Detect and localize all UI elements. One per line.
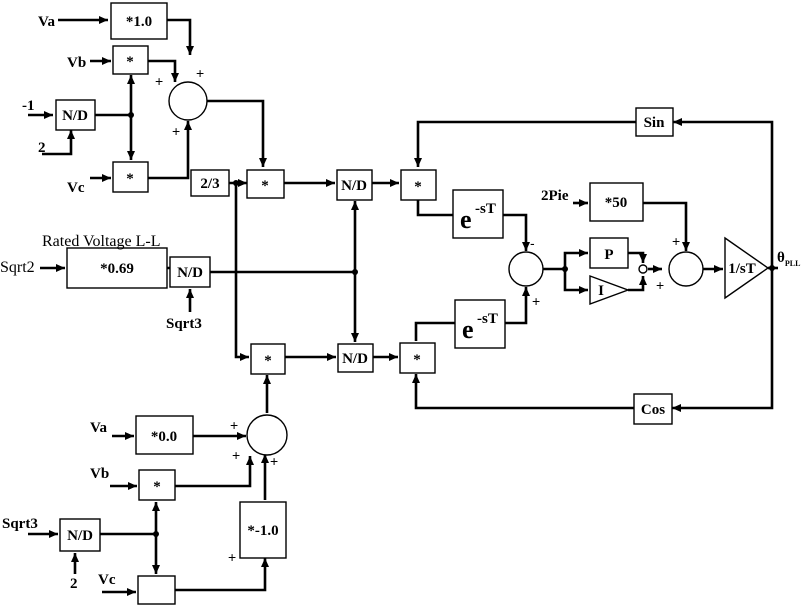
block-i: I (589, 274, 631, 306)
svg-text:*50: *50 (605, 195, 628, 211)
svg-text:+: + (155, 73, 163, 89)
svg-text:*-1.0: *-1.0 (247, 523, 278, 539)
block-nd-top: N/D (55, 99, 96, 131)
block-delay-top: e -sT (452, 189, 504, 239)
wires (28, 16, 778, 596)
svg-text:N/D: N/D (341, 178, 367, 194)
svg-text:N/D: N/D (67, 528, 93, 544)
block-gain-neg1: *-1.0 (239, 501, 287, 559)
svg-text:e: e (460, 205, 472, 234)
label-minus1: -1 (22, 98, 35, 114)
summer-signs: + + + - + + + + + + + (155, 65, 680, 565)
svg-text:*: * (126, 171, 134, 187)
block-vc-bottom-empty (137, 575, 176, 605)
block-mult-vc: * (112, 161, 149, 193)
block-nd-rated: N/D (169, 256, 211, 288)
summer-frequency (668, 251, 704, 287)
block-mult-vb: * (112, 45, 149, 75)
summer-alpha (168, 81, 208, 121)
summer-beta (246, 414, 288, 456)
svg-text:+: + (672, 233, 680, 249)
junction-dots (128, 112, 775, 537)
svg-text:+: + (232, 447, 240, 463)
svg-text:Sin: Sin (644, 115, 666, 131)
label-two-top: 2 (38, 140, 46, 156)
svg-text:*: * (264, 353, 272, 369)
block-mult-alpha: * (246, 169, 285, 199)
svg-text:+: + (228, 549, 236, 565)
svg-text:2/3: 2/3 (200, 176, 219, 192)
svg-text:+: + (270, 453, 278, 469)
label-theta-pll: θPLL (777, 250, 800, 268)
block-p: P (589, 237, 629, 269)
pi-sum-node (638, 264, 648, 274)
svg-text:P: P (604, 247, 613, 263)
label-vb-top: Vb (67, 55, 86, 71)
svg-text:*: * (414, 179, 422, 195)
block-mult-beta: * (250, 343, 286, 375)
block-sin: Sin (635, 107, 674, 137)
block-nd-bottom: N/D (59, 518, 101, 552)
svg-text:*: * (413, 352, 421, 368)
block-nd-alpha: N/D (336, 169, 373, 201)
block-delay-bottom: e -sT (454, 299, 506, 349)
label-rated-voltage: Rated Voltage L-L (42, 233, 161, 250)
summer-error (508, 251, 544, 287)
block-mult-cos: * (399, 342, 436, 374)
svg-text:N/D: N/D (62, 108, 88, 124)
label-sqrt3-bottom: Sqrt3 (2, 516, 38, 532)
block-mult-vb2: * (138, 469, 176, 501)
svg-text:+: + (656, 277, 664, 293)
svg-text:*: * (126, 54, 134, 70)
label-sqrt2: Sqrt2 (0, 259, 35, 276)
label-vc-bottom: Vc (98, 572, 116, 588)
block-cos: Cos (633, 393, 673, 425)
label-two-pie: 2Pie (541, 188, 569, 204)
block-gain-1-0: *1.0 (110, 2, 168, 40)
block-gain-0-69: *0.69 (66, 247, 168, 289)
block-gain-50: *50 (589, 182, 644, 222)
svg-text:1/sT: 1/sT (728, 261, 756, 277)
svg-text:e: e (462, 315, 474, 344)
label-va-bottom: Va (90, 420, 107, 436)
block-gain-0-0: *0.0 (135, 415, 194, 455)
svg-text:-sT: -sT (475, 201, 496, 217)
svg-text:+: + (172, 123, 180, 139)
label-va-top: Va (38, 14, 55, 30)
svg-text:*: * (261, 178, 269, 194)
svg-text:N/D: N/D (342, 351, 368, 367)
block-integrator: 1/sT (724, 236, 770, 300)
svg-text:+: + (196, 65, 204, 81)
svg-text:*: * (153, 479, 161, 495)
block-nd-beta: N/D (337, 343, 374, 373)
block-two-thirds: 2/3 (190, 169, 230, 197)
block-gain-1-0-label: *1.0 (126, 14, 152, 30)
svg-text:*0.69: *0.69 (100, 261, 134, 277)
svg-text:-: - (530, 235, 535, 251)
label-two-bottom: 2 (70, 576, 78, 592)
block-mult-sin: * (400, 169, 437, 201)
label-vb-bottom: Vb (90, 466, 109, 482)
svg-text:Cos: Cos (641, 402, 665, 418)
svg-text:+: + (230, 417, 238, 433)
svg-text:-sT: -sT (477, 311, 498, 327)
svg-text:I: I (598, 283, 604, 299)
svg-text:+: + (532, 293, 540, 309)
svg-text:N/D: N/D (177, 265, 203, 281)
svg-text:*0.0: *0.0 (151, 429, 177, 445)
label-vc-top: Vc (67, 180, 85, 196)
label-sqrt3-mid: Sqrt3 (166, 316, 202, 332)
